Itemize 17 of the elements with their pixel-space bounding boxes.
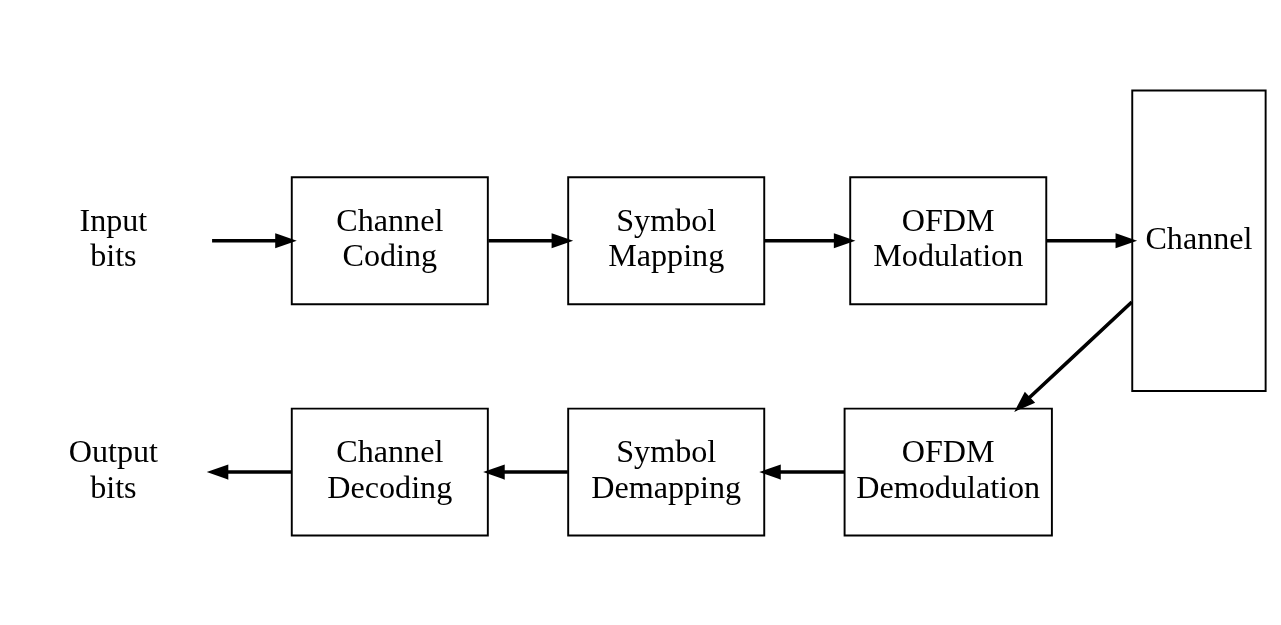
node-text: Output bits xyxy=(68,432,159,505)
arrow xyxy=(206,464,292,480)
arrow xyxy=(212,232,297,248)
node-box: OFDM Demodulation xyxy=(843,407,1053,537)
node-box: Channel Decoding xyxy=(290,407,489,537)
node-box: Symbol Demapping xyxy=(567,407,766,537)
arrow xyxy=(1014,300,1134,412)
arrow xyxy=(488,232,574,248)
node-box: Symbol Mapping xyxy=(567,175,766,305)
arrow xyxy=(1046,232,1138,248)
node-text: Input bits xyxy=(79,201,148,273)
node-box: Channel xyxy=(1131,88,1267,392)
arrow xyxy=(764,232,856,248)
arrow xyxy=(759,464,845,480)
node-box: OFDM Modulation xyxy=(849,175,1048,305)
node-box: Channel Coding xyxy=(290,175,489,305)
arrow xyxy=(483,464,568,480)
